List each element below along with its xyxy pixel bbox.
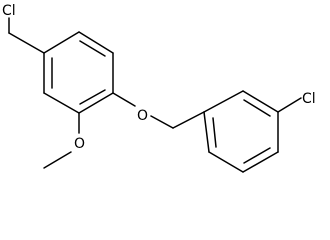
bond-ether-o-to-ch2: [150, 115, 174, 129]
bond-ring-b-2: [242, 90, 279, 113]
aryl-chloride-group: Cl: [277, 91, 316, 113]
right-benzene-ring: [203, 90, 279, 173]
bond-ring-a-6: [43, 31, 80, 54]
ether-o-label: O: [137, 108, 148, 124]
bond-ring-b-inner-1: [243, 99, 271, 117]
methoxy-group: O: [43, 112, 85, 169]
bond-ring-to-ch2: [8, 32, 45, 54]
bond-ring-b-4: [242, 151, 279, 173]
bond-ring-b-6: [203, 111, 210, 153]
bond-ring-a-4: [43, 92, 80, 114]
bond-ring-a-inner-1: [79, 40, 106, 57]
bond-ring-to-ether-o: [112, 92, 136, 107]
bond-ring-b-inner-2: [243, 147, 271, 164]
bond-ring-b-inner-3: [212, 117, 217, 148]
bond-methoxy-o-to-ch3: [43, 151, 72, 169]
bond-ring-a-1: [78, 31, 114, 54]
benzyl-ether-linker: O: [112, 92, 205, 129]
structure-diagram: Cl O O Cl: [2, 3, 316, 173]
bond-ring-a-3: [78, 92, 114, 114]
bond-ring-to-aryl-cl: [277, 97, 302, 113]
left-benzene-ring: [43, 31, 114, 114]
chloromethyl-cl-label: Cl: [2, 3, 16, 19]
bond-ring-b-5: [208, 151, 244, 173]
methoxy-o-label: O: [74, 136, 85, 152]
bond-ring-b-1: [203, 90, 244, 113]
molecule-svg: Cl O O Cl: [2, 3, 316, 173]
bond-ch2-to-right-ring: [172, 111, 205, 129]
aryl-cl-label: Cl: [302, 91, 316, 107]
bond-ring-a-inner-2: [79, 89, 106, 105]
chloromethyl-group: Cl: [2, 3, 45, 54]
